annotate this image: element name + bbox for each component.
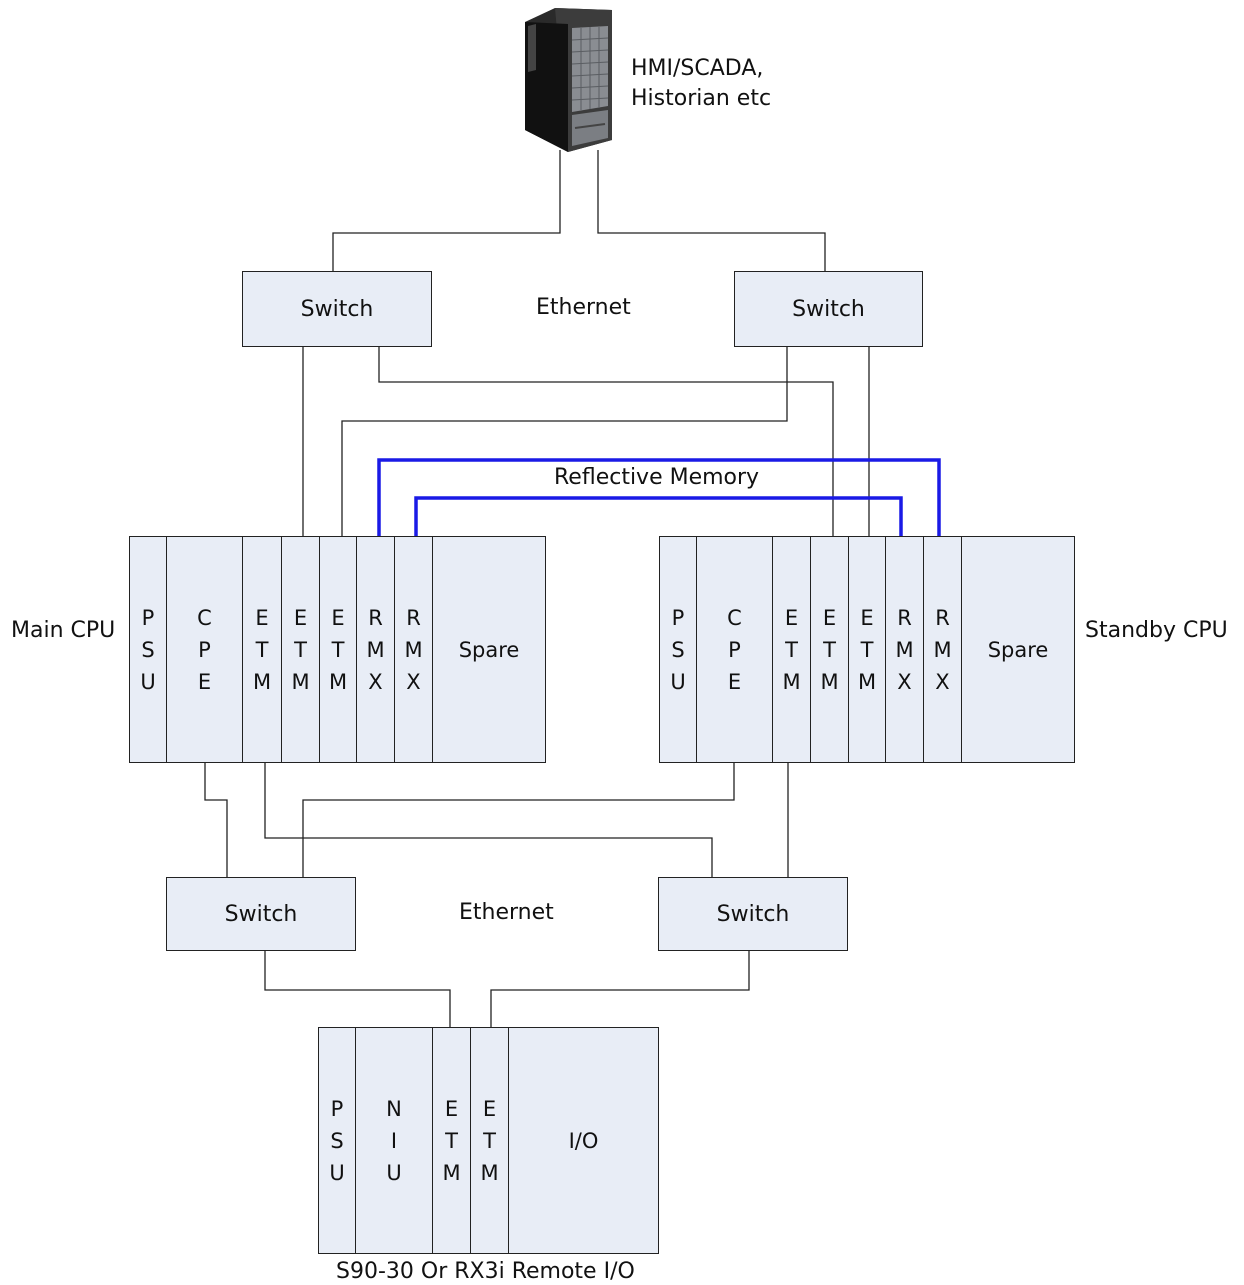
server-icon (525, 8, 612, 152)
link-switch-br-remote (490, 951, 750, 1027)
link-server-switch-left (332, 150, 561, 271)
standby-cpu-label: Standby CPU (1085, 618, 1228, 643)
main-cpu-label: Main CPU (11, 618, 116, 643)
link-switch-bl-remote (264, 951, 451, 1027)
reflective-memory-outer-link (377, 458, 941, 536)
remote-io-slot-io-4: I/O (508, 1027, 659, 1254)
server-label: HMI/SCADA, Historian etc (631, 54, 771, 114)
bottom-ethernet-label: Ethernet (459, 900, 554, 925)
reflective-memory-inner-link (414, 496, 903, 536)
reflective-memory-label: Reflective Memory (554, 465, 760, 490)
server-label-line2: Historian etc (631, 86, 772, 111)
remote-io-label: S90-30 Or RX3i Remote I/O (336, 1259, 635, 1284)
switch-top-right: Switch (734, 271, 923, 347)
link-server-switch-right (597, 150, 826, 271)
link-main-cpe-switch-bl (204, 763, 228, 877)
link-standby-cpe-switch-bl (302, 763, 735, 877)
link-switch-tl-standby-etm2 (378, 347, 834, 536)
switch-top-left: Switch (242, 271, 432, 347)
link-main-etm-switch-br (264, 763, 713, 877)
main-cpu-slot-spare-7: Spare (432, 536, 546, 763)
switch-bottom-right: Switch (658, 877, 848, 951)
standby-cpu-slot-spare-7: Spare (961, 536, 1075, 763)
server-label-line1: HMI/SCADA, (631, 56, 764, 81)
top-ethernet-label: Ethernet (536, 295, 631, 320)
link-switch-tr-main-etm3 (341, 347, 788, 536)
switch-bottom-left: Switch (166, 877, 356, 951)
